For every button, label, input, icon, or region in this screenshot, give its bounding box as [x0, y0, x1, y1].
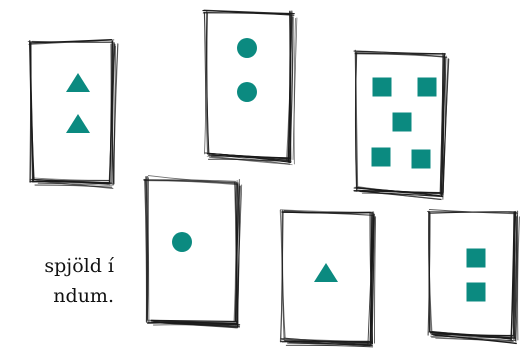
square-shape	[373, 78, 392, 97]
card-4	[144, 176, 242, 328]
triangle-shape	[314, 263, 338, 282]
square-shape	[412, 150, 431, 169]
caption-line-1: spjöld í	[44, 257, 114, 276]
card-3	[354, 50, 449, 199]
triangle-shape	[66, 73, 90, 92]
square-shape	[467, 283, 486, 302]
square-shape	[467, 249, 486, 268]
card-5	[280, 210, 375, 347]
triangle-shape	[66, 114, 90, 133]
card-1	[28, 40, 118, 189]
circle-shape	[237, 82, 257, 102]
circle-shape	[237, 38, 257, 58]
square-shape	[372, 148, 391, 167]
circle-shape	[172, 232, 192, 252]
caption-line-2: ndum.	[53, 287, 114, 306]
card-2	[203, 10, 297, 165]
square-shape	[418, 78, 437, 97]
square-shape	[393, 113, 412, 132]
card-6	[427, 210, 519, 344]
